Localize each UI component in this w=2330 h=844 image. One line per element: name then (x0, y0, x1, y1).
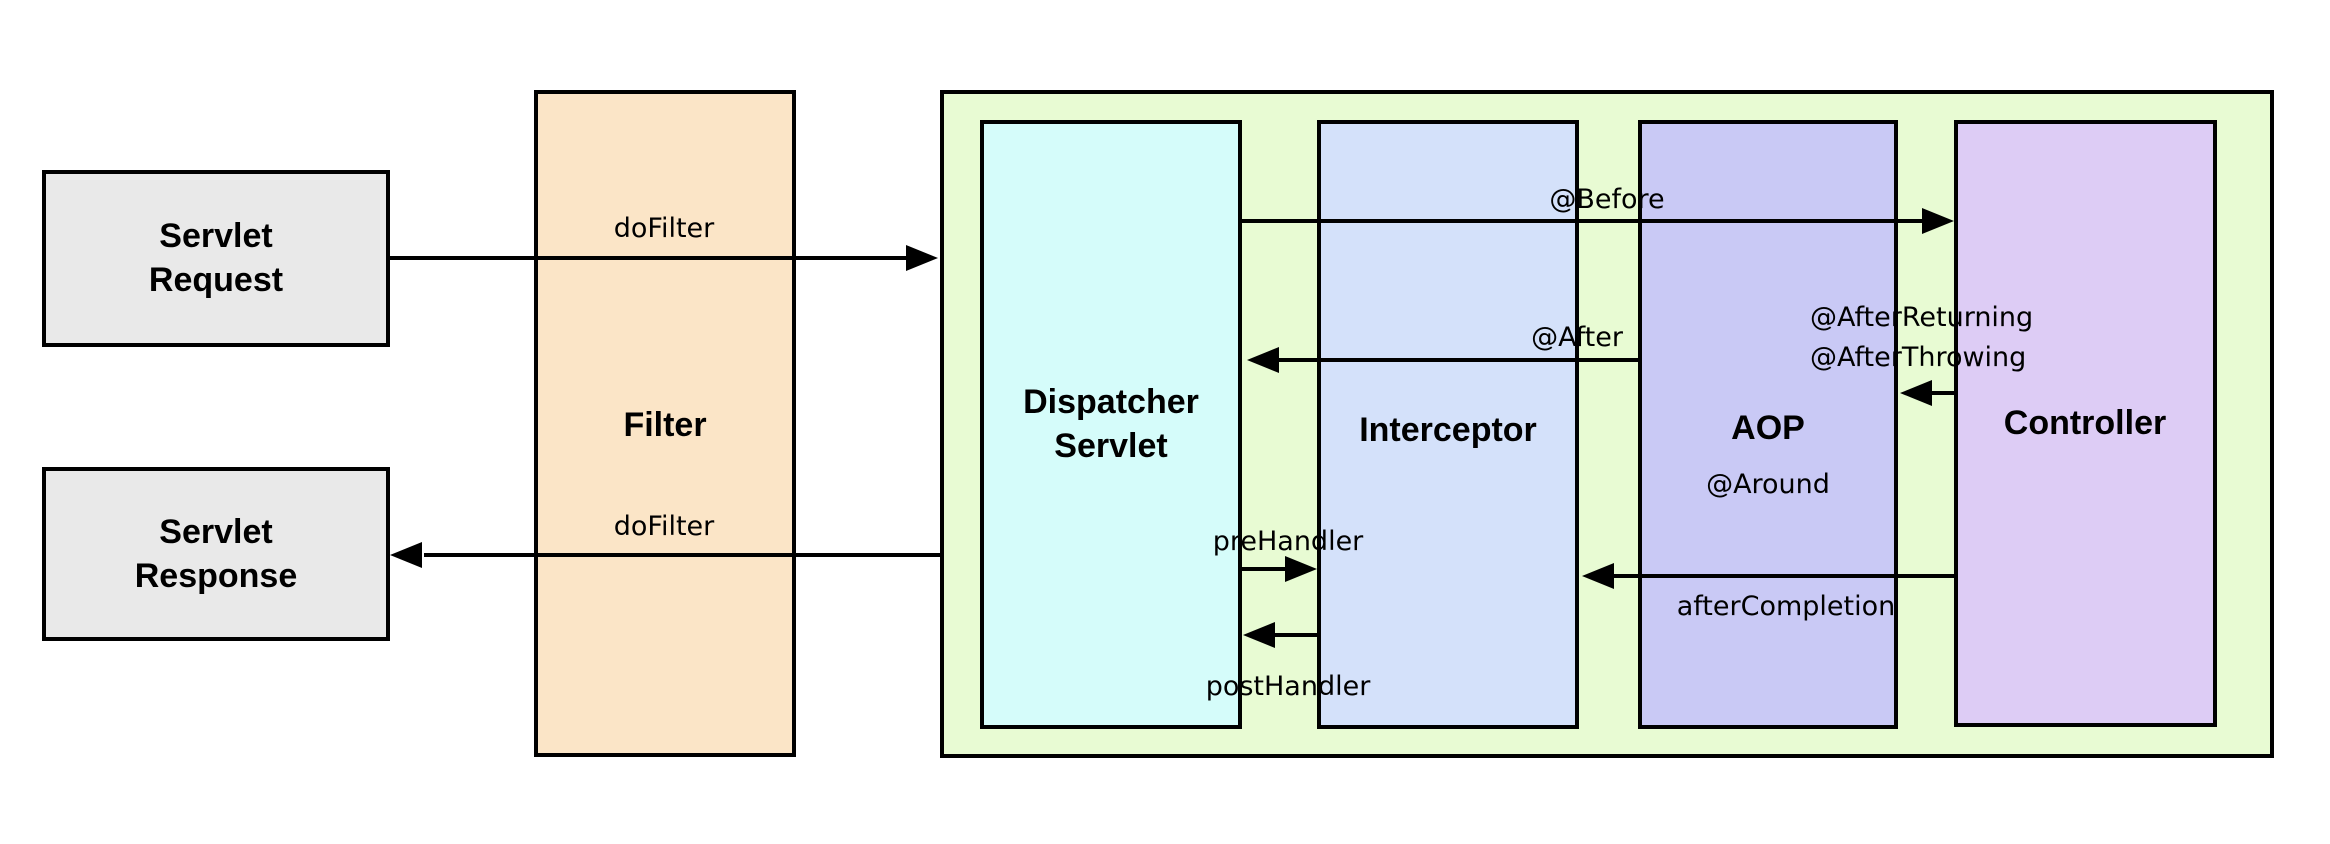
after-label: @After (1531, 322, 1623, 353)
after-throwing-label: @AfterThrowing (1810, 342, 2027, 373)
arrow-dofilter-request-head (906, 245, 938, 271)
around-label: @Around (1706, 469, 1830, 500)
aop-title: AOP (1731, 409, 1805, 447)
posthandler-label: postHandler (1205, 671, 1371, 702)
servlet-request-title-line2: Request (148, 261, 284, 299)
arrow-afterreturning-line (1930, 391, 1954, 395)
arrow-aftercompletion-head (1582, 563, 1614, 589)
servlet-response-title: Servlet Response (135, 510, 298, 598)
arrow-prehandler-line (1242, 567, 1287, 571)
servlet-response-title-line2: Response (134, 557, 298, 595)
before-label: @Before (1549, 184, 1665, 215)
dispatcher-servlet-title: Dispatcher Servlet (1023, 380, 1199, 468)
dispatcher-servlet-title-line2: Servlet (1054, 427, 1168, 465)
dispatcher-servlet-box (980, 120, 1242, 729)
arrow-after-head (1247, 347, 1279, 373)
arrow-before-head (1922, 208, 1954, 234)
dofilter-top-label: doFilter (613, 213, 715, 244)
arrow-posthandler-line (1275, 633, 1317, 637)
arrow-afterreturning-head (1900, 380, 1932, 406)
controller-title: Controller (2003, 404, 2167, 442)
after-returning-label: @AfterReturning (1810, 302, 2034, 333)
controller-box (1954, 120, 2217, 727)
arrow-before-line (1242, 219, 1924, 223)
arrow-dofilter-request-line (390, 256, 910, 260)
after-returning-throwing-labels: @AfterReturning @AfterThrowing (1810, 298, 2033, 378)
arrow-posthandler-head (1243, 622, 1275, 648)
servlet-response-box (42, 467, 390, 641)
arrow-aftercompletion-line (1612, 574, 1954, 578)
servlet-request-title-line1: Servlet (159, 217, 273, 255)
aftercompletion-label: afterCompletion (1676, 591, 1896, 622)
dofilter-bottom-label: doFilter (613, 511, 715, 542)
arrow-dofilter-response-head (390, 542, 422, 568)
arrow-after-line (1279, 358, 1638, 362)
arrow-prehandler-head (1285, 556, 1317, 582)
prehandler-label: preHandler (1212, 526, 1364, 557)
servlet-response-title-line1: Servlet (159, 513, 273, 551)
filter-box (534, 90, 796, 757)
servlet-request-title: Servlet Request (149, 214, 283, 302)
dispatcher-servlet-title-line1: Dispatcher (1023, 383, 1199, 421)
servlet-request-box (42, 170, 390, 347)
interceptor-title: Interceptor (1359, 411, 1537, 449)
arrow-dofilter-response-line (424, 553, 940, 557)
filter-title: Filter (623, 406, 707, 444)
